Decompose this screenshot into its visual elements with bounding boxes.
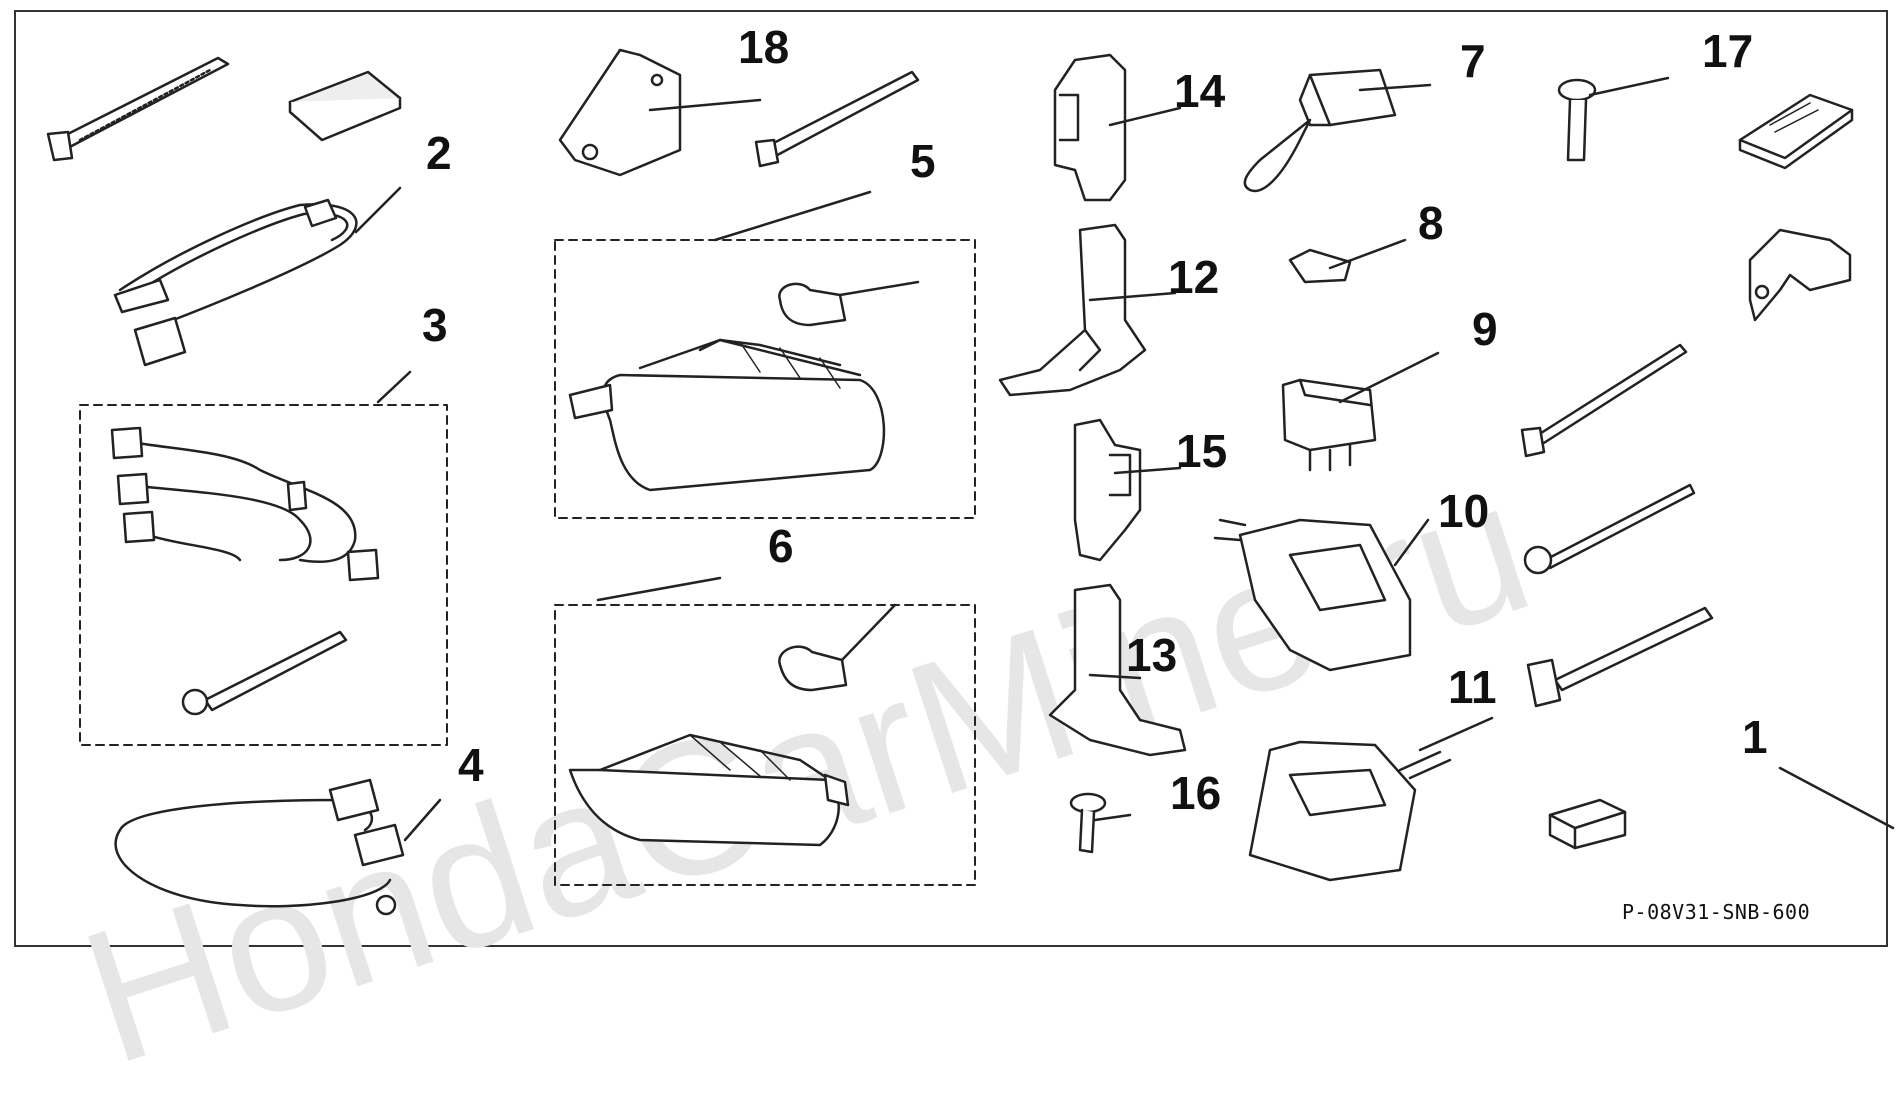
fog-light-6-box [554,604,976,886]
leader-1 [1778,766,1895,830]
fog-light-6-part [568,603,897,847]
bracket-15-part [1073,418,1182,562]
bracket-1-part [1748,228,1852,322]
clip-block-part [1548,798,1627,850]
housing-10-part [1213,518,1430,672]
callout-11: 11 [1448,661,1497,713]
callout-14: 14 [1174,65,1226,117]
diagram-code: P-08V31-SNB-600 [1622,900,1811,924]
bracket-12-part [998,223,1177,397]
callout-7: 7 [1460,35,1486,87]
switch-7-part [1243,68,1432,193]
fuse-8-part [1288,238,1407,284]
bracket-13-part [1048,583,1187,757]
clip-tie-3-part [181,630,348,716]
bracket-14-part [1053,53,1182,202]
clip-ties-part [1520,343,1714,708]
callout-10: 10 [1438,485,1490,537]
callout-4: 4 [458,739,484,791]
fog-light-5-box [554,239,976,519]
callout-9: 9 [1472,303,1498,355]
callout-16: 16 [1170,767,1222,819]
relay-9-part [1281,351,1440,472]
housing-11-part [1248,716,1494,882]
cable-tie-18-part [754,70,920,168]
callout-17: 17 [1702,25,1754,77]
parts-illustration [46,48,1895,916]
harness-2-part [113,186,402,367]
callout-13: 13 [1126,629,1178,681]
callout-18: 18 [738,21,790,73]
cable-tie-part [46,56,230,162]
leader-5 [713,190,872,242]
harness-3-part [110,426,380,582]
callout-2: 2 [426,127,452,179]
callout-12: 12 [1168,251,1220,303]
leader-6 [596,576,722,602]
callout-6: 6 [768,520,794,572]
kit-3-box [79,404,448,746]
manual-card-part [1738,93,1854,170]
diagram-frame [14,10,1888,947]
screw-17-part [1557,76,1670,162]
callout-8: 8 [1418,197,1444,249]
callout-15: 15 [1176,425,1228,477]
bracket-18-part [558,48,762,177]
harness-4-part [114,778,442,916]
callout-1: 1 [1742,711,1768,763]
leader-3 [376,370,412,404]
callout-5: 5 [910,135,936,187]
foam-pad-part [288,70,402,142]
screw-16-part [1069,792,1132,854]
callout-3: 3 [422,299,448,351]
fog-light-5-part [568,280,920,492]
